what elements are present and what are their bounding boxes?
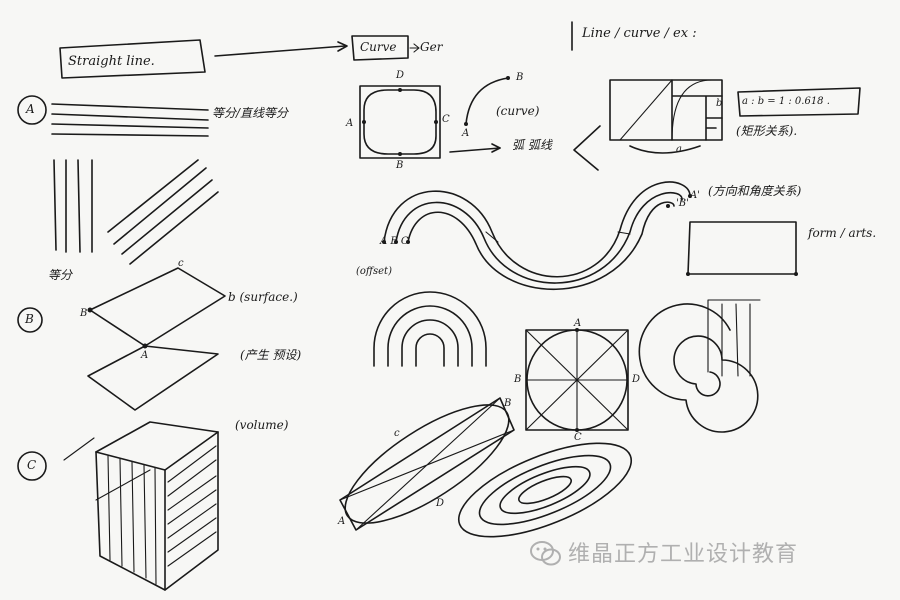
vertical-lines — [54, 160, 92, 252]
point-B2-label: 'B' — [676, 198, 689, 209]
cn-divide-label: 等分/直线等分 — [212, 104, 288, 121]
point-A-surface: A — [141, 350, 148, 361]
diagonal-lines — [108, 160, 218, 264]
label-A: A — [26, 102, 35, 116]
cn-direction-label: (方向和角度关系) — [708, 182, 801, 199]
point-C-right: C — [442, 114, 450, 125]
volume-label: (volume) — [235, 418, 288, 432]
label-B: B — [25, 312, 34, 326]
point-b-golden: b — [716, 98, 722, 109]
point-D-ellipse: D — [436, 498, 444, 509]
surface-label: b (surface.) — [228, 290, 298, 304]
ger-label: Ger — [420, 40, 442, 54]
cube — [64, 422, 218, 590]
curve-label: Curve — [360, 40, 397, 54]
surface-plane-bottom — [88, 346, 218, 410]
point-A-circle-top: A — [574, 318, 581, 329]
ellipse-construction — [329, 384, 525, 545]
concentric-arches — [374, 292, 486, 366]
offset-label: (offset) — [356, 266, 392, 277]
point-B-bottom: B — [396, 160, 403, 171]
point-c-ellipse: c — [394, 428, 400, 439]
ratio-label: a : b = 1 : 0.618 . — [742, 96, 830, 107]
arrow-line — [215, 46, 345, 56]
cn-divide2-label: 等分 — [48, 266, 72, 283]
point-A-left: A — [346, 118, 353, 129]
curve-paren-label: (curve) — [496, 104, 539, 118]
abc-label: A B C — [380, 236, 409, 247]
circle-in-square — [526, 328, 628, 432]
small-arrow — [410, 44, 419, 52]
rounded-square — [360, 86, 440, 158]
header-right-label: Line / curve / ex : — [582, 26, 697, 41]
label-C: C — [27, 458, 36, 472]
surface-plane-top — [90, 268, 225, 346]
point-B-circle-left: B — [514, 374, 521, 385]
point-C-circle-bottom: C — [574, 432, 582, 443]
offset-s-curve — [382, 182, 692, 289]
cn-preset-label: (产生 预设) — [240, 346, 301, 363]
wechat-icon — [530, 540, 562, 568]
form-rectangle — [688, 222, 796, 274]
point-A2-label: A' — [690, 190, 700, 201]
point-D-top: D — [396, 70, 404, 81]
bracket — [574, 126, 600, 170]
point-A-ellipse: A — [338, 516, 345, 527]
point-A-curve: A — [462, 128, 469, 139]
straight-line-label: Straight line. — [68, 54, 155, 69]
point-c-surface: c — [178, 258, 184, 269]
point-B-surface: B — [80, 308, 87, 319]
watermark-text: 维晶正方工业设计教育 — [568, 536, 798, 568]
horizontal-lines — [52, 104, 208, 136]
point-D-circle-right: D — [632, 374, 640, 385]
point-B-curve: B — [516, 72, 523, 83]
cn-squiggle-label: 弧 弧线 — [512, 136, 552, 153]
spiral — [639, 300, 760, 432]
point-B-ellipse: B — [504, 398, 511, 409]
form-arts-label: form / arts. — [808, 226, 876, 240]
golden-rectangle — [610, 80, 722, 153]
cn-golden-label: (矩形关系). — [736, 122, 797, 139]
point-a-golden: a — [676, 144, 682, 155]
